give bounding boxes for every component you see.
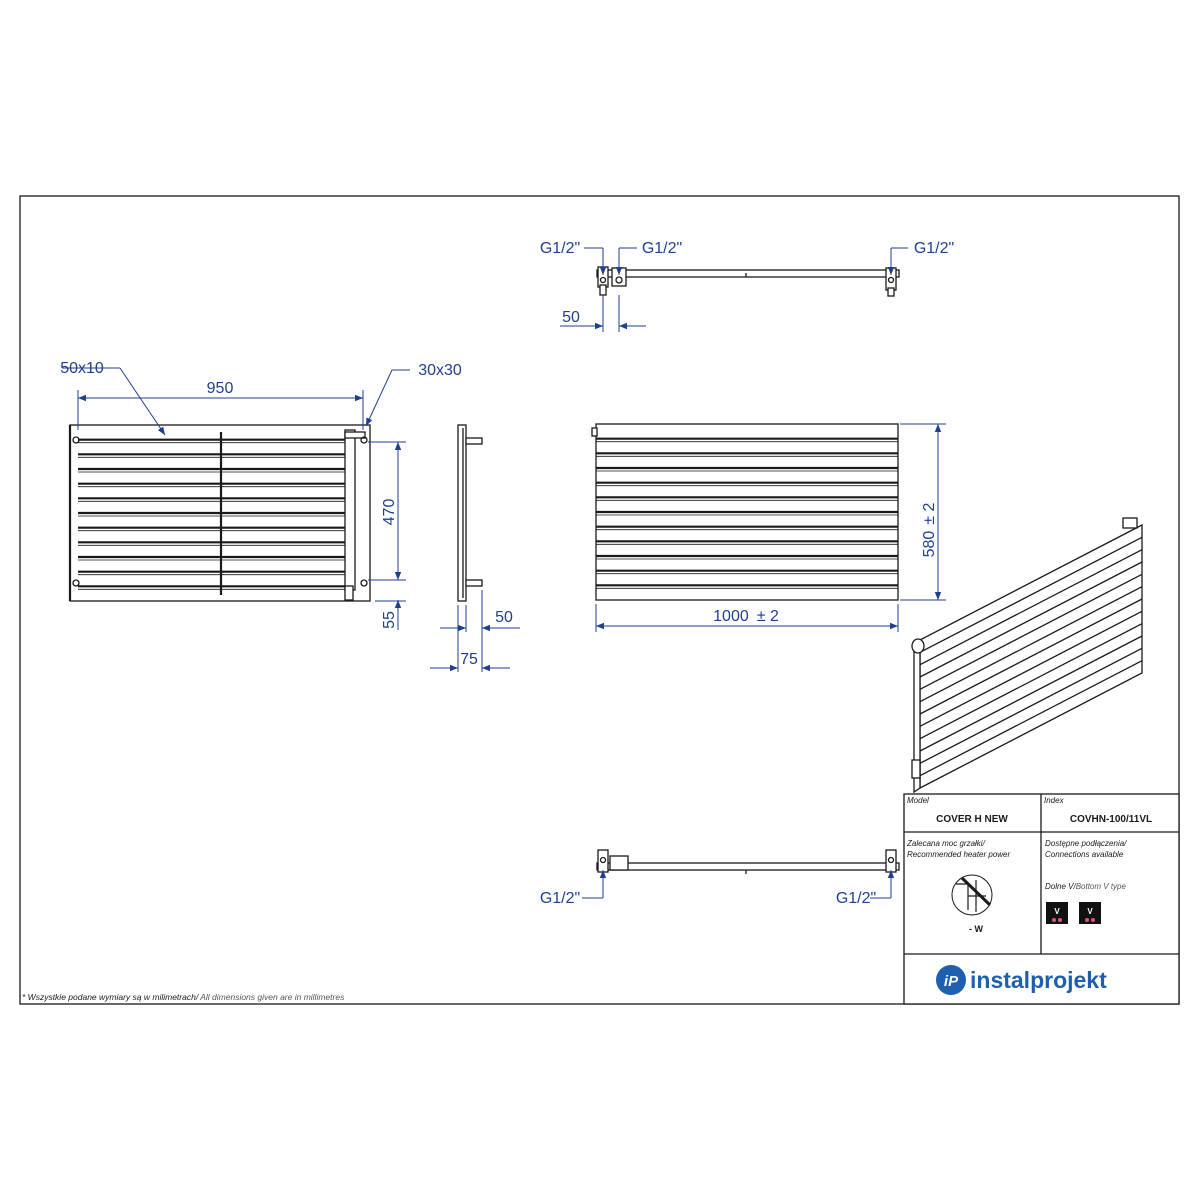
isometric-view [911,517,1143,794]
back-slats [596,437,898,589]
model-value: COVER H NEW [936,814,1008,825]
iso-slat-line [919,573,1143,690]
conn-bottom-left: G1/2" [540,890,580,907]
heater-icon [951,874,993,916]
top-view [596,266,900,297]
dim-bottom-55: 55 [381,611,398,629]
connections-label-pl: Dostępne podłączenia/ [1045,839,1127,848]
conn-bottom-right: G1/2" [836,890,876,907]
dim-spacing-470: 470 [381,499,398,526]
svg-text:V: V [1054,907,1060,916]
heater-label-en: Recommended heater power [907,850,1011,859]
index-label: Index [1044,796,1065,805]
dim-side-75: 75 [460,651,478,668]
side-dimensions: 50 75 [430,590,520,672]
heater-value: - W [969,924,983,934]
back-view [591,423,899,601]
iso-slats [919,536,1143,777]
iso-slat-line [919,549,1143,666]
dim-width-1000: 1000± 2 [713,608,779,625]
conn-top-left: G1/2" [540,240,580,257]
connection-type: Dolne V/Bottom V type [1045,882,1126,891]
iso-slat-line [919,536,1143,653]
dim-height-580: 580± 2 [921,502,938,557]
brand-name: instalprojekt [970,967,1107,993]
index-value: COVHN-100/11VL [1070,814,1152,825]
front-view [68,424,371,602]
front-dimensions: 950 50x10 30x30 470 55 [60,360,462,630]
iso-slat-line [919,598,1143,715]
conn-top-right: G1/2" [914,240,954,257]
top-dimensions: G1/2" G1/2" G1/2" 50 [540,240,954,332]
dim-profile-50x10: 50x10 [60,360,104,377]
dim-top-50: 50 [562,309,580,326]
iso-slat-line [919,623,1143,740]
brand-logo: iP instalprojekt [936,965,1107,995]
connection-badge-2: V [1079,902,1101,924]
connection-badge-1: V [1046,902,1068,924]
heater-label-pl: Zalecana moc grzałki/ [906,839,986,848]
back-dimensions: 580± 2 1000± 2 [595,423,946,632]
side-view [457,424,483,602]
iso-slat-line [919,647,1143,764]
connections-label-en: Connections available [1045,850,1124,859]
iso-slat-line [919,660,1143,777]
dim-side-50: 50 [495,609,513,626]
dim-width-950: 950 [207,380,234,397]
iso-slat-line [919,610,1143,727]
sheet-frame [19,195,1180,1005]
bottom-dimensions: G1/2" G1/2" [540,870,895,907]
iso-slat-line [919,561,1143,678]
front-slats [78,438,345,590]
footnote: * Wszystkie podane wymiary są w milimetr… [22,992,345,1002]
svg-text:V: V [1087,907,1093,916]
bottom-view [596,849,900,874]
dim-collector-30x30: 30x30 [418,362,462,379]
iso-slat-line [919,586,1143,703]
iso-slat-line [919,635,1143,752]
svg-text:iP: iP [944,973,959,990]
title-block: Model COVER H NEW Index COVHN-100/11VL Z… [903,793,1180,1005]
conn-top-mid: G1/2" [642,240,682,257]
model-label: Model [907,796,929,805]
